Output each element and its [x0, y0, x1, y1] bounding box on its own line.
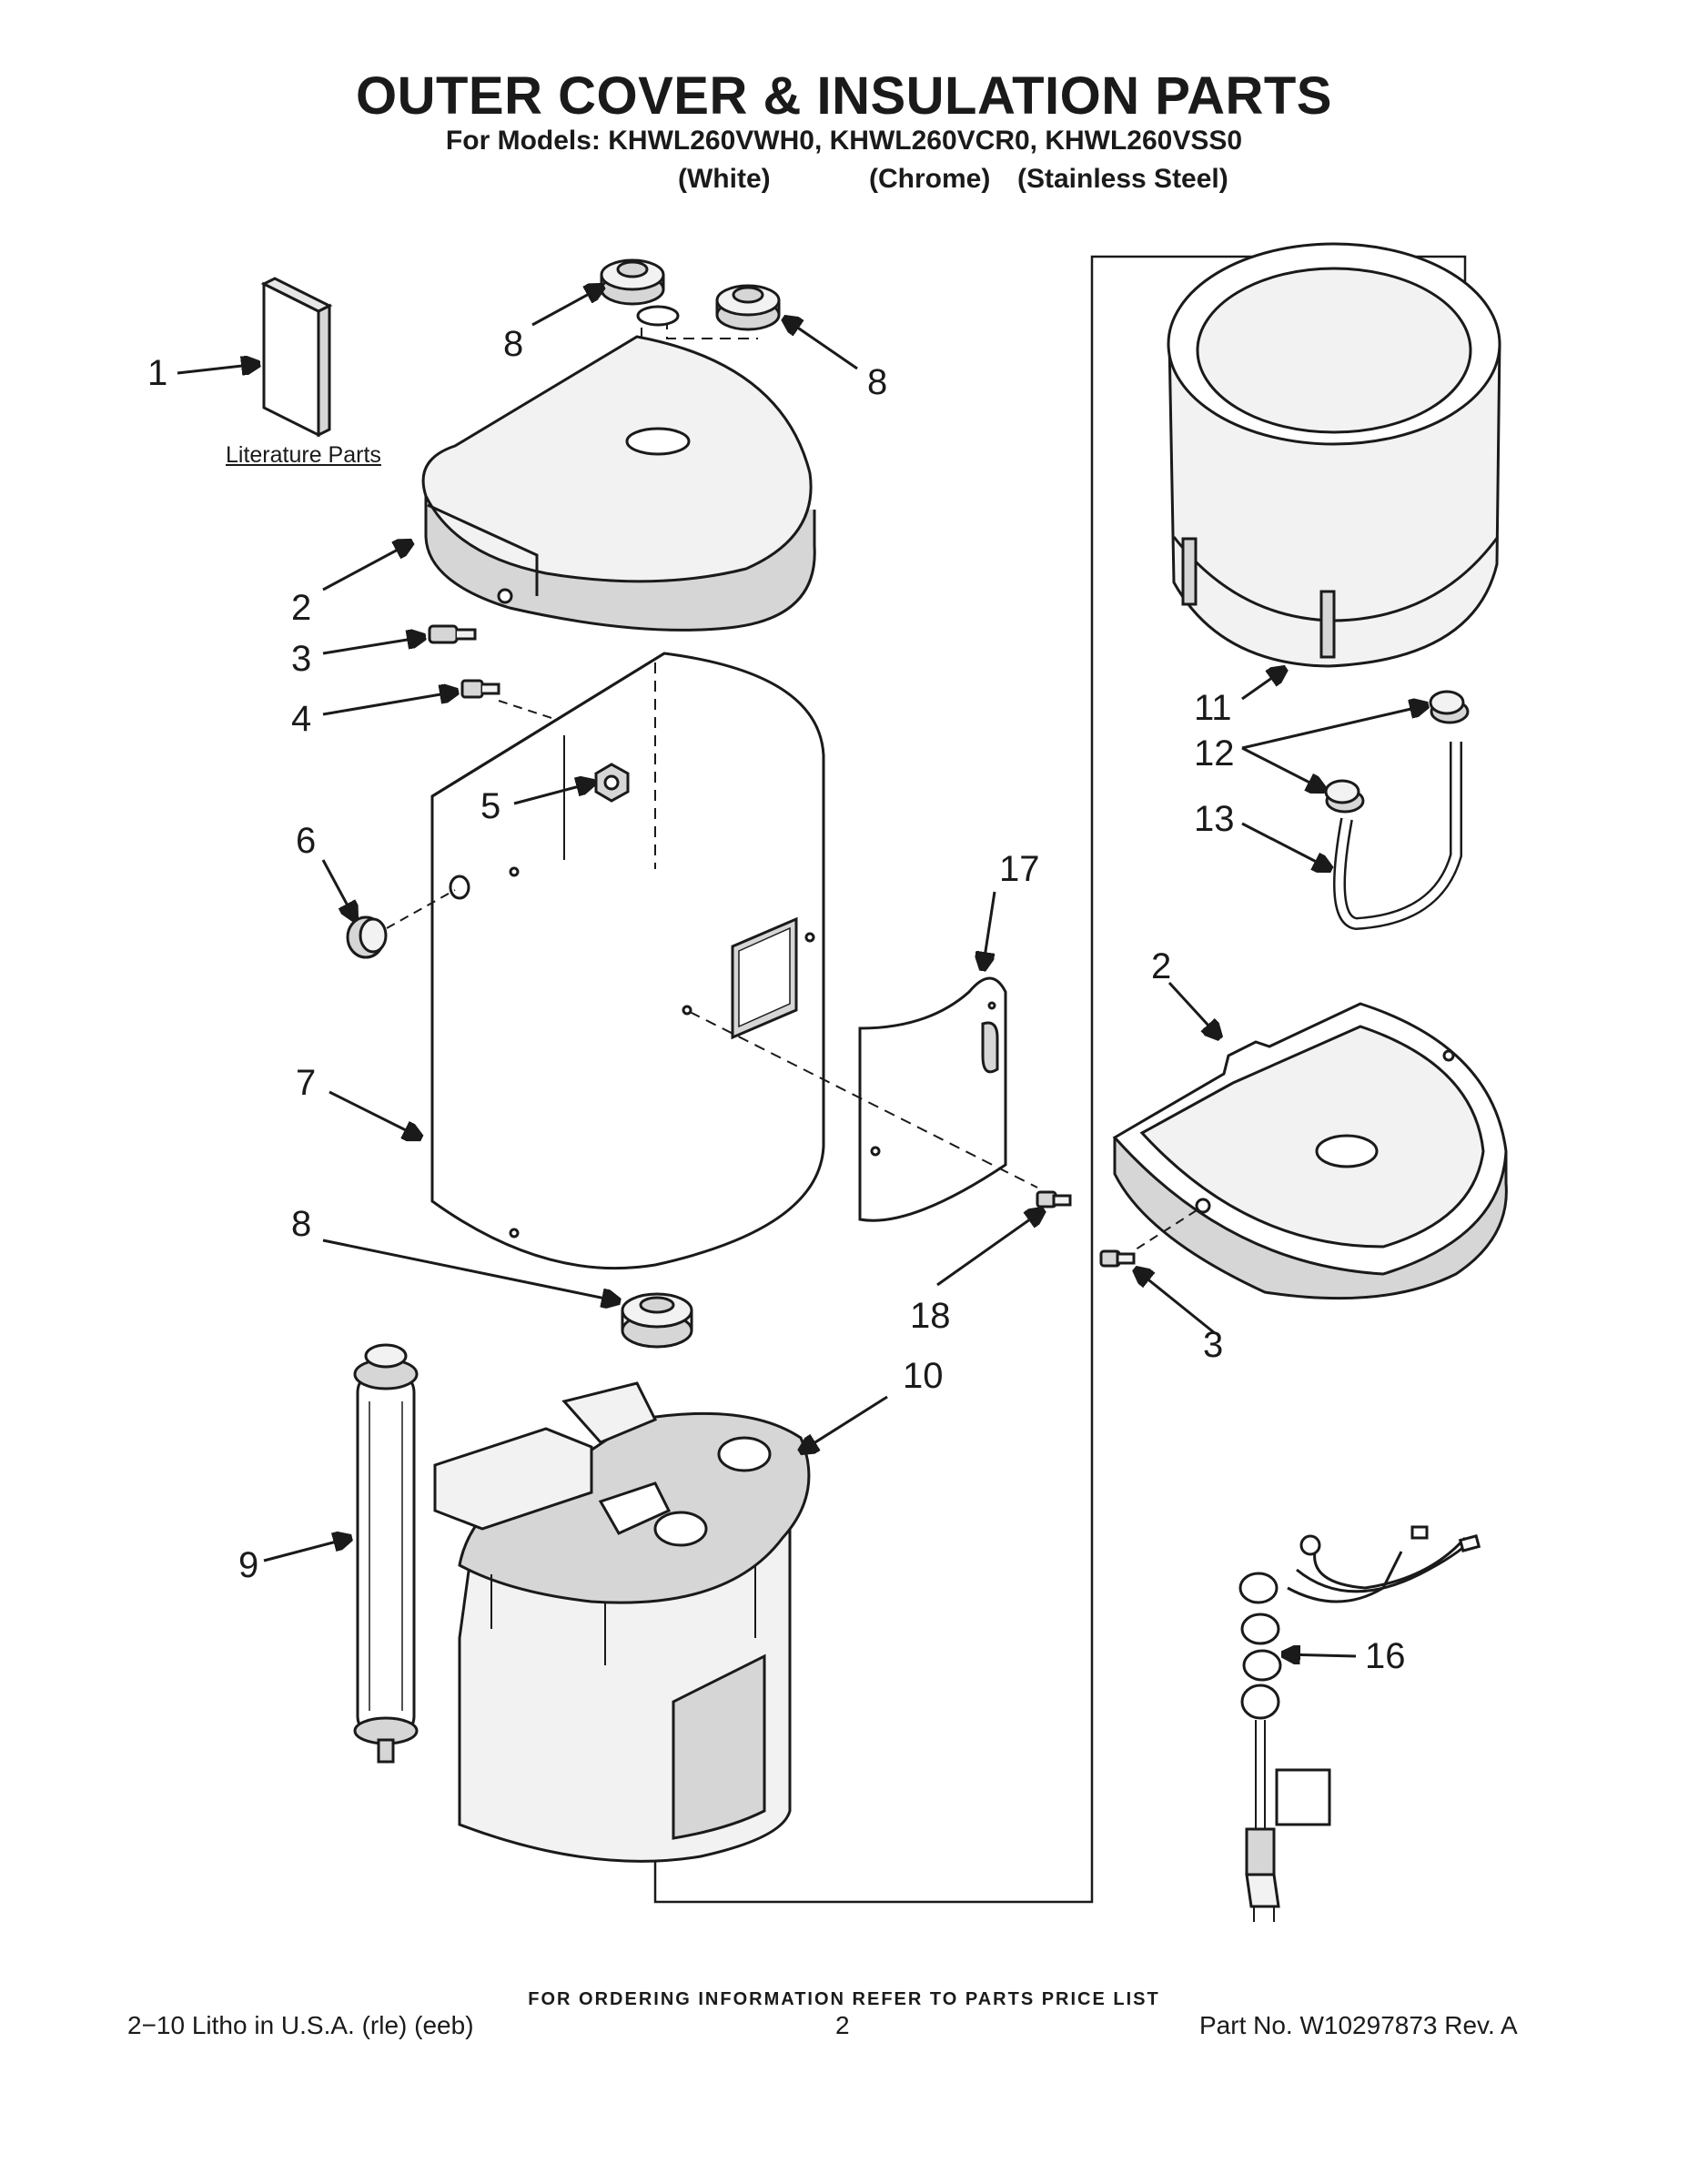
bottom-insulation-10: [433, 1381, 811, 1863]
callout-9: 9: [238, 1545, 259, 1585]
variant-chrome: (Chrome): [869, 164, 991, 194]
screw-3-right: [1099, 1249, 1136, 1268]
callout-8-top-right: 8: [867, 362, 888, 402]
screw-4: [460, 679, 500, 699]
top-cover: [421, 305, 816, 632]
callout-4: 4: [291, 699, 312, 739]
outer-shell: [430, 652, 825, 1270]
side-grommet-6: [346, 915, 388, 959]
callout-8-top-left: 8: [503, 324, 524, 364]
page-number: 2: [835, 2011, 850, 2039]
callout-5: 5: [480, 786, 501, 826]
callout-17: 17: [999, 849, 1040, 889]
literature-parts-label: Literature Parts: [226, 442, 381, 468]
shield-bracket-17: [858, 976, 1007, 1222]
group-bracket: [653, 255, 1467, 1904]
callout-18: 18: [910, 1296, 951, 1336]
screw-3: [428, 624, 477, 644]
clamp-12-upper: [1429, 690, 1470, 724]
grommet-top-right: [715, 284, 781, 331]
part-number: Part No. W10297873 Rev. A: [1199, 2011, 1518, 2039]
page-title: OUTER COVER & INSULATION PARTS: [356, 66, 1332, 126]
callout-2: 2: [291, 588, 312, 628]
base-pan-2: [1112, 1002, 1508, 1300]
callout-3-right: 3: [1203, 1325, 1224, 1365]
callout-12: 12: [1194, 733, 1235, 774]
callout-7: 7: [296, 1063, 317, 1103]
power-cord-16: [1238, 1525, 1481, 1922]
callout-3: 3: [291, 639, 312, 679]
variant-white: (White): [678, 164, 771, 194]
callout-8-middle: 8: [291, 1204, 312, 1244]
leader-arrows: [177, 287, 1427, 1656]
heating-element-9: [353, 1343, 419, 1764]
literature-booklet: [260, 277, 333, 438]
callout-16: 16: [1365, 1636, 1406, 1676]
nut-5: [594, 763, 630, 803]
canister-11: [1167, 242, 1501, 668]
grommet-middle: [621, 1292, 693, 1349]
callout-10: 10: [903, 1356, 944, 1396]
screw-18: [1036, 1190, 1072, 1208]
ordering-note: FOR ORDERING INFORMATION REFER TO PARTS …: [528, 1989, 1160, 2009]
grommet-top-left: [600, 258, 665, 306]
variant-stainless: (Stainless Steel): [1017, 164, 1228, 194]
callout-1: 1: [147, 353, 168, 393]
litho-info: 2−10 Litho in U.S.A. (rle) (eeb): [127, 2011, 474, 2039]
hose-13: [1333, 742, 1462, 931]
callout-13: 13: [1194, 799, 1235, 839]
model-list: For Models: KHWL260VWH0, KHWL260VCR0, KH…: [445, 126, 1243, 156]
clamp-12-lower: [1324, 779, 1365, 814]
callout-6: 6: [296, 821, 317, 861]
callout-2-right: 2: [1151, 946, 1172, 986]
callout-11: 11: [1194, 688, 1232, 728]
